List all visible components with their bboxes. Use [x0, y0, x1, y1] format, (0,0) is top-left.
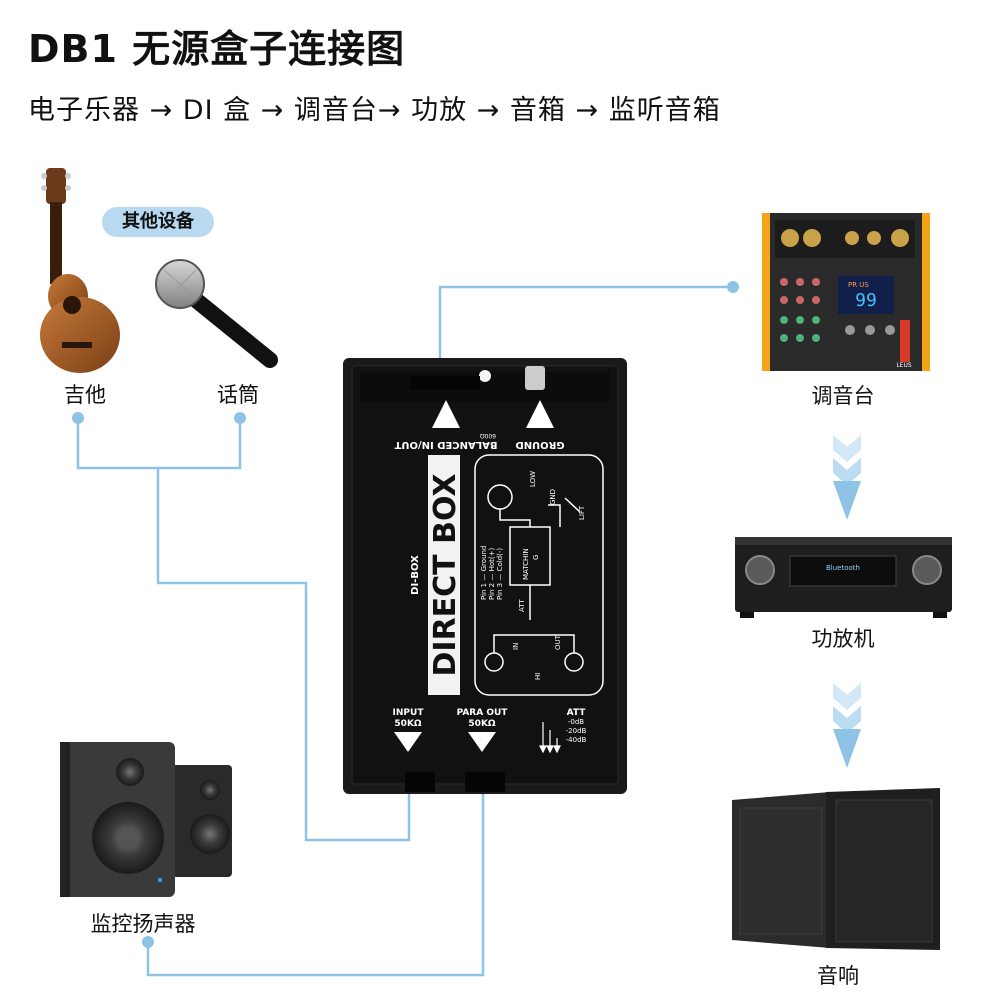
mixer-brand: LEUS — [896, 362, 912, 369]
wire-instruments-to-input — [76, 418, 242, 470]
schematic-att: ATT — [518, 599, 526, 612]
schematic-pin-2: Pin 2 — Hot(+) — [488, 548, 496, 600]
pa-speakers-label: 音响 — [817, 964, 859, 988]
para-out-label: PARA OUT — [457, 708, 509, 718]
endpoint-microphone — [234, 412, 246, 424]
di-box-name: DIRECT BOX — [428, 473, 463, 676]
endpoint-monitor — [142, 936, 154, 948]
balanced-io-label: BALANCED IN/OUT — [394, 439, 497, 450]
signal-chain-subtitle: 电子乐器 → DI 盒 → 调音台→ 功放 → 音箱 → 监听音箱 — [28, 95, 721, 126]
balanced-impedance-label: 600Ω — [480, 432, 496, 439]
amp-display-text: Bluetooth — [826, 564, 860, 572]
mixer-illustration: 99 PR US LEUS — [762, 213, 930, 371]
wire-mixer-to-balanced — [438, 285, 733, 392]
att-level-1: -20dB — [566, 727, 587, 735]
schematic-in: IN — [512, 643, 520, 650]
flow-arrow-mixer-to-amp — [833, 435, 861, 520]
schematic-matching-2: G — [532, 555, 540, 560]
monitor-speakers-label: 监控扬声器 — [90, 912, 196, 936]
balanced-arrow-icon — [432, 400, 460, 428]
schematic-pin-3: Pin 3 — Cold(-) — [496, 548, 504, 600]
ground-arrow-icon — [526, 400, 554, 428]
endpoint-guitar — [72, 412, 84, 424]
att-label: ATT — [567, 708, 587, 718]
para-out-arrow-icon — [468, 732, 496, 752]
page-title: DB1 无源盒子连接图 — [28, 27, 406, 71]
wire-input-drop — [156, 468, 411, 842]
schematic-lift: LIFT — [578, 505, 586, 520]
mixer-display-mode: PR US — [848, 281, 869, 289]
att-level-0: -0dB — [568, 718, 584, 726]
input-impedance: 50KΩ — [394, 719, 421, 729]
wire-endpoints — [72, 281, 739, 948]
guitar-label: 吉他 — [64, 383, 106, 407]
endpoint-mixer — [727, 281, 739, 293]
connection-wires — [76, 285, 733, 977]
para-out-impedance: 50KΩ — [468, 719, 495, 729]
schematic-pin-1: Pin 1 — Ground — [480, 546, 488, 600]
other-devices-badge: 其他设备 — [102, 207, 214, 237]
wire-paraout-to-monitor — [146, 785, 485, 977]
flow-arrow-amp-to-speakers — [833, 683, 861, 768]
input-arrow-icon — [394, 732, 422, 752]
mixer-display-digits: 99 — [855, 290, 877, 311]
monitor-speakers-illustration — [60, 742, 232, 897]
schematic-low: LOW — [529, 471, 537, 487]
att-arrows-icon — [539, 722, 561, 754]
amplifier-label: 功放机 — [811, 627, 875, 651]
microphone-label: 话筒 — [217, 383, 259, 407]
schematic-panel — [474, 454, 604, 696]
att-level-2: -40dB — [566, 736, 587, 744]
schematic-gnd: GND — [549, 489, 557, 505]
ground-label: GROUND — [515, 439, 564, 450]
schematic-labels: LOW GND LIFT Pin 1 — Ground Pin 2 — Hot(… — [480, 471, 586, 680]
microphone-illustration — [155, 259, 278, 368]
di-box-model: DI-BOX — [410, 555, 421, 595]
mixer-label: 调音台 — [811, 384, 875, 408]
input-label: INPUT — [393, 708, 425, 718]
amplifier-illustration: Bluetooth — [735, 537, 952, 618]
schematic-out: OUT — [554, 634, 562, 650]
di-box: BALANCED IN/OUT 600Ω GROUND DIRECT BOX D… — [343, 358, 627, 794]
schematic-matching-1: MATCHIN — [522, 548, 530, 580]
pa-speakers-illustration — [732, 788, 940, 950]
guitar-illustration — [40, 168, 120, 373]
schematic-hi: HI — [534, 673, 542, 680]
